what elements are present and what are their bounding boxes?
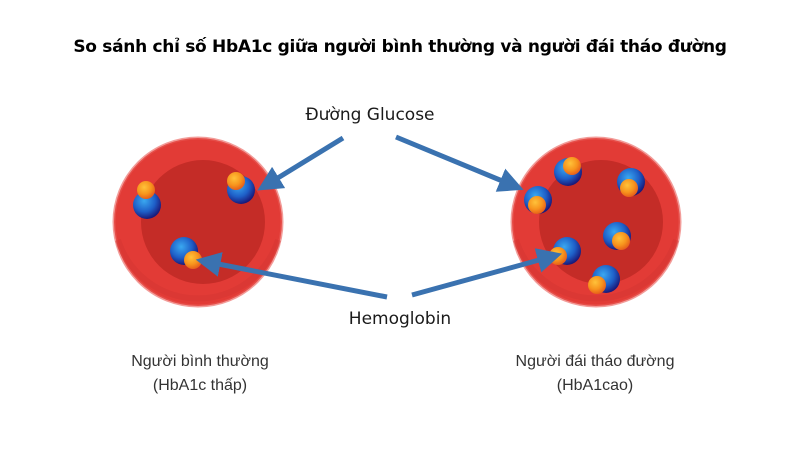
hemoglobin-glucose-molecule [133, 181, 161, 219]
hemoglobin-glucose-molecule [227, 172, 255, 204]
arrow-glucose-to-normal [257, 135, 345, 191]
label-hemoglobin: Hemoglobin [348, 309, 452, 329]
arrow-hemoglobin-to-normal [195, 252, 388, 300]
caption-normal-line2: (HbA1c thấp) [152, 377, 248, 394]
hemoglobin-glucose-molecule [524, 186, 552, 214]
caption-normal: Người bình thường (HbA1c thấp) [95, 350, 305, 398]
red-blood-cell-normal [112, 136, 284, 308]
caption-diabetic-line1: Người đái tháo đường [515, 353, 675, 370]
label-glucose: Đường Glucose [305, 105, 435, 125]
caption-normal-line1: Người bình thường [131, 353, 269, 370]
hemoglobin-glucose-molecule [617, 168, 645, 197]
caption-diabetic-line2: (HbA1cao) [556, 377, 634, 394]
hemoglobin-glucose-molecule [554, 157, 582, 186]
caption-diabetic: Người đái tháo đường (HbA1cao) [485, 350, 705, 398]
arrow-glucose-to-diabetic [395, 134, 524, 192]
hemoglobin-glucose-molecule [588, 265, 620, 294]
diagram-title: So sánh chỉ số HbA1c giữa người bình thư… [73, 37, 727, 57]
arrow-hemoglobin-to-diabetic [411, 248, 563, 298]
hemoglobin-glucose-molecule [603, 222, 631, 250]
